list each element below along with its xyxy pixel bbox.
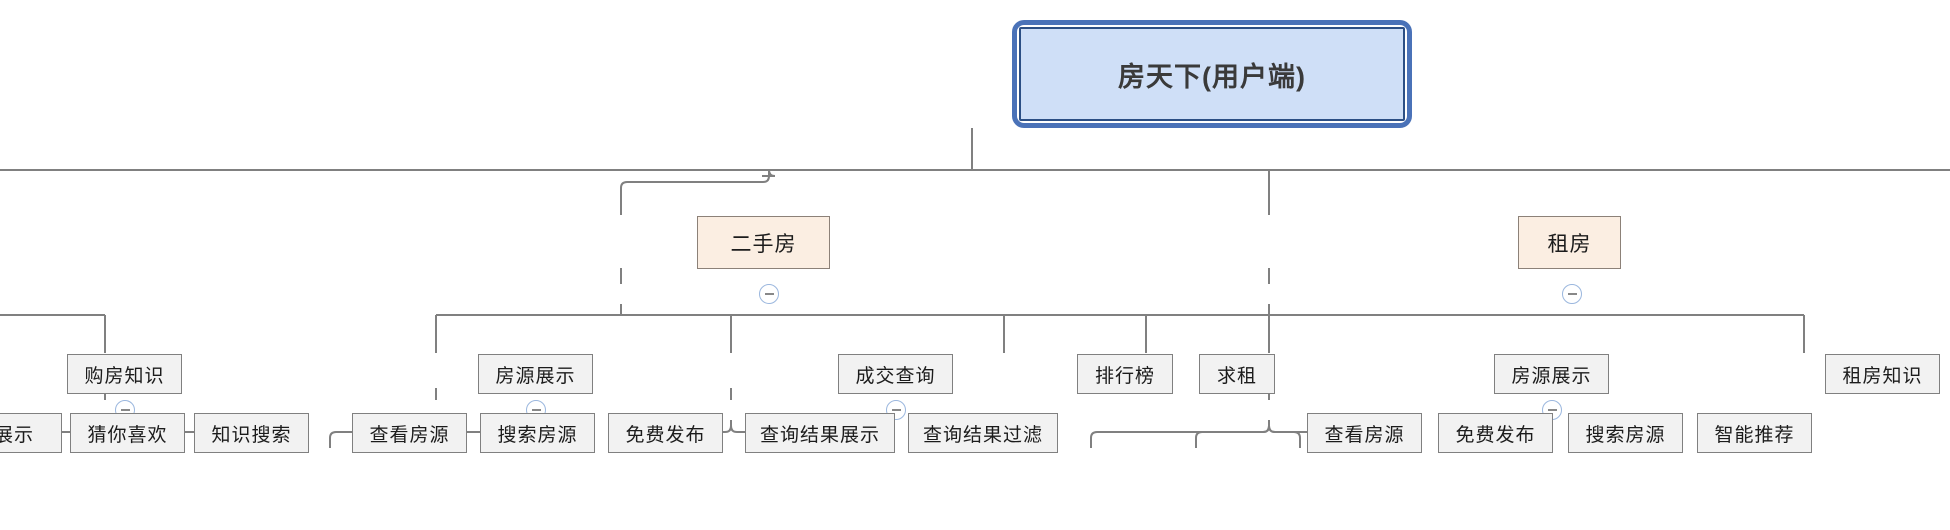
minus-icon: [764, 293, 774, 295]
node-leaf-zhishisousuo-label: 知识搜索: [211, 424, 292, 446]
node-leaf-chaxunjieguozhanshi-label: 查询结果展示: [759, 424, 880, 446]
node-ershoufang-label: 二手房: [730, 232, 797, 256]
minus-icon: [1547, 409, 1557, 411]
node-qiuzu[interactable]: 求租: [1199, 354, 1275, 394]
node-chengjiaochaxun[interactable]: 成交查询: [838, 354, 953, 394]
node-paihangbang-label: 排行榜: [1094, 365, 1155, 387]
minus-icon: [891, 409, 901, 411]
node-paihangbang[interactable]: 排行榜: [1077, 354, 1173, 394]
node-leaf-zhanshi-label: 展示: [0, 424, 34, 446]
minus-icon: [120, 409, 130, 411]
node-leaf-chaxunjieguoguolv-label: 查询结果过滤: [922, 424, 1043, 446]
node-goufangzhishi[interactable]: 购房知识: [67, 354, 182, 394]
node-root-label: 房天下(用户端): [1118, 61, 1306, 92]
node-fangyuanzhanshi-zufang-label: 房源展示: [1511, 365, 1592, 387]
node-root[interactable]: 房天下(用户端): [1019, 27, 1405, 121]
node-zufangzhishi-label: 租房知识: [1842, 365, 1923, 387]
node-leaf-sousuofangyuan-zufang[interactable]: 搜索房源: [1568, 413, 1683, 453]
node-fangyuanzhanshi-zufang[interactable]: 房源展示: [1494, 354, 1609, 394]
node-qiuzu-label: 求租: [1216, 365, 1257, 387]
node-leaf-mianfeifabu-ershoufang[interactable]: 免费发布: [608, 413, 723, 453]
node-zufangzhishi[interactable]: 租房知识: [1825, 354, 1940, 394]
node-leaf-chakanfangyuan-zufang[interactable]: 查看房源: [1307, 413, 1422, 453]
node-ershoufang[interactable]: 二手房: [697, 216, 830, 269]
toggle-zufang[interactable]: [1562, 284, 1582, 304]
node-leaf-zhinengtuijian-label: 智能推荐: [1714, 424, 1795, 446]
minus-icon: [1567, 293, 1577, 295]
node-leaf-zhanshi[interactable]: 展示: [0, 413, 62, 453]
node-leaf-cainixihuan-label: 猜你喜欢: [87, 424, 168, 446]
edge-none: [763, 170, 769, 182]
node-leaf-mianfeifabu-zufang-label: 免费发布: [1455, 424, 1536, 446]
edge-fy2-to-sousuo: [1268, 425, 1301, 448]
node-leaf-cainixihuan[interactable]: 猜你喜欢: [70, 413, 185, 453]
node-leaf-sousuofangyuan-zufang-label: 搜索房源: [1585, 424, 1666, 446]
node-chengjiaochaxun-label: 成交查询: [855, 365, 936, 387]
node-zufang[interactable]: 租房: [1518, 216, 1621, 269]
node-leaf-mianfeifabu-zufang[interactable]: 免费发布: [1438, 413, 1553, 453]
node-zufang-label: 租房: [1547, 232, 1592, 256]
node-leaf-zhishisousuo[interactable]: 知识搜索: [194, 413, 309, 453]
node-fangyuanzhanshi-ershoufang[interactable]: 房源展示: [478, 354, 593, 394]
edge-fy2-to-chakan: [1090, 425, 1270, 448]
root-selection-halo: [1012, 20, 1412, 128]
toggle-ershoufang[interactable]: [759, 284, 779, 304]
node-leaf-zhinengtuijian[interactable]: 智能推荐: [1697, 413, 1812, 453]
node-leaf-chakanfangyuan-ershoufang-label: 查看房源: [369, 424, 450, 446]
node-leaf-sousuofangyuan-ershoufang-label: 搜索房源: [497, 424, 578, 446]
node-goufangzhishi-label: 购房知识: [84, 365, 165, 387]
node-leaf-chakanfangyuan-zufang-label: 查看房源: [1324, 424, 1405, 446]
node-leaf-chaxunjieguoguolv[interactable]: 查询结果过滤: [908, 413, 1058, 453]
node-leaf-sousuofangyuan-ershoufang[interactable]: 搜索房源: [480, 413, 595, 453]
edge-to-ershoufang: [620, 175, 770, 215]
node-leaf-chaxunjieguozhanshi[interactable]: 查询结果展示: [745, 413, 895, 453]
edge-fy2-to-mianfei: [1195, 425, 1270, 448]
minus-icon: [531, 409, 541, 411]
node-leaf-chakanfangyuan-ershoufang[interactable]: 查看房源: [352, 413, 467, 453]
node-leaf-mianfeifabu-ershoufang-label: 免费发布: [625, 424, 706, 446]
node-fangyuanzhanshi-ershoufang-label: 房源展示: [495, 365, 576, 387]
edge-trunk-to-ershoufang-corner: [762, 169, 776, 177]
